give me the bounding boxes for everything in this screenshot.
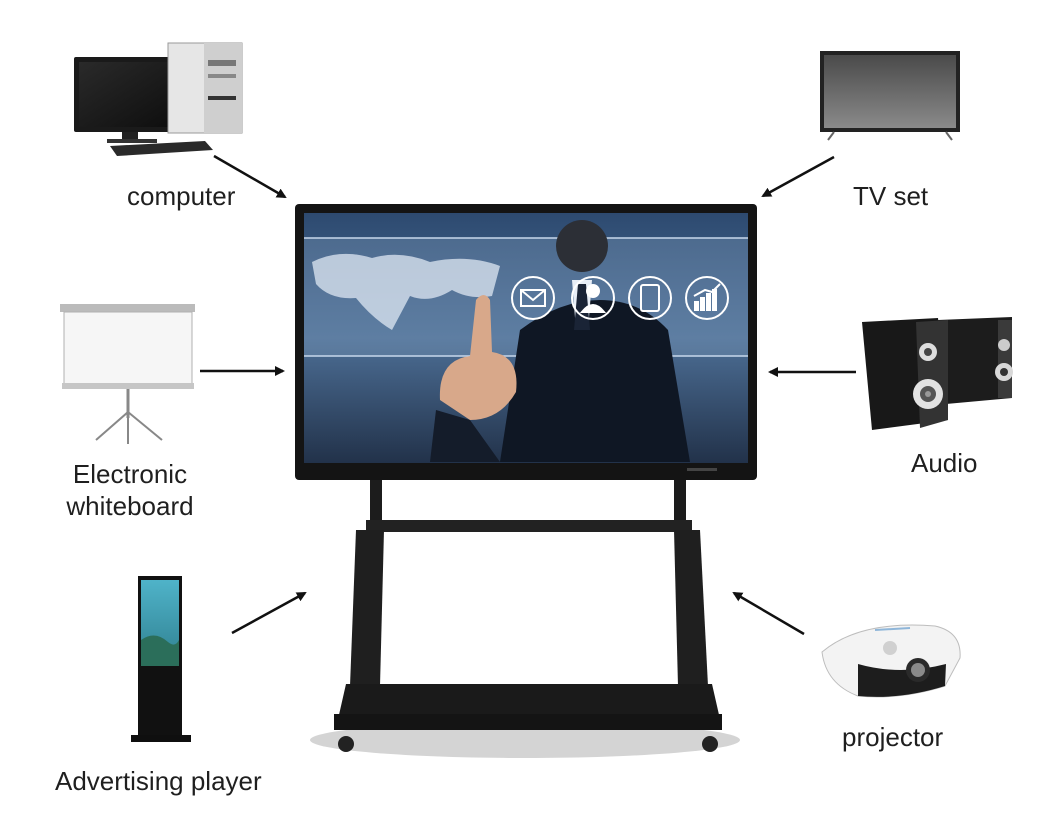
- projector-illustration: [821, 624, 961, 698]
- label-audio: Audio: [911, 448, 978, 478]
- tv-set-illustration: [820, 51, 960, 141]
- label-advertising-player: Advertising player: [55, 766, 262, 796]
- label-computer: computer: [127, 181, 236, 211]
- label-whiteboard-line1: Electronic: [72, 459, 188, 489]
- label-projector: projector: [842, 722, 944, 752]
- advertising-player-illustration: [131, 576, 191, 742]
- arrow-projector: [732, 591, 805, 636]
- arrow-tv-set: [761, 155, 835, 198]
- whiteboard-illustration: [60, 304, 195, 444]
- audio-speakers-illustration: [862, 317, 1013, 430]
- arrow-advertising-player: [231, 591, 307, 635]
- interactive-panel-illustration: [295, 204, 757, 758]
- label-tv-set: TV set: [853, 181, 929, 211]
- arrows: [200, 154, 856, 636]
- label-whiteboard-line2: whiteboard: [66, 491, 194, 521]
- arrow-computer: [213, 154, 287, 199]
- computer-illustration: [74, 42, 243, 156]
